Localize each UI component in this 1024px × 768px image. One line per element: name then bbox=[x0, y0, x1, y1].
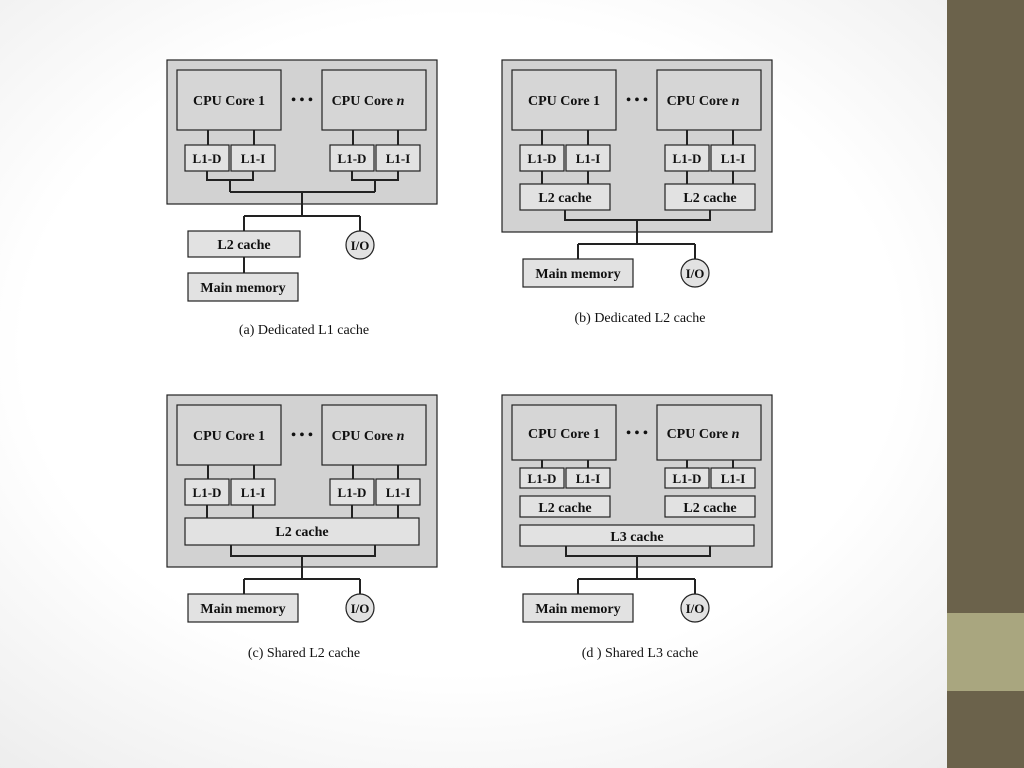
l1d-core1-c-label: L1-D bbox=[193, 485, 222, 500]
io-a-label: I/O bbox=[351, 238, 370, 253]
main-memory-a-label: Main memory bbox=[200, 281, 285, 296]
cpu-core-1-a bbox=[176, 69, 282, 131]
ellipsis-d: • • • bbox=[626, 426, 648, 441]
cpu-core-n-b bbox=[656, 69, 762, 131]
l2-cache-a bbox=[187, 230, 301, 258]
l1d-coren-c-label: L1-D bbox=[338, 485, 367, 500]
l2-cache-coren-d bbox=[664, 495, 756, 518]
l1i-core1-d bbox=[565, 467, 611, 489]
l1i-coren-a-label: L1-I bbox=[386, 151, 411, 166]
l1d-coren-c bbox=[329, 478, 375, 506]
main-memory-b bbox=[522, 258, 634, 288]
l3-cache-shared-d bbox=[519, 524, 755, 547]
l2-cache-core1-b bbox=[519, 183, 611, 211]
cpu-core-n-b-label: CPU Core n bbox=[667, 94, 740, 109]
main-memory-b-label: Main memory bbox=[535, 267, 620, 282]
caption-a: (a) Dedicated L1 cache bbox=[239, 323, 369, 338]
panel-d-shared-l3: CPU Core 1 • • • CPU Core n L1-D L1-I L1… bbox=[501, 394, 773, 661]
io-a bbox=[345, 230, 375, 260]
main-memory-a bbox=[187, 272, 299, 302]
panel-c-shared-l2: CPU Core 1 • • • CPU Core n L1-D L1-I L1… bbox=[166, 394, 438, 661]
l1d-core1-a-label: L1-D bbox=[193, 151, 222, 166]
l1d-core1-d bbox=[519, 467, 565, 489]
l1d-coren-b bbox=[664, 144, 710, 172]
l1i-core1-c-label: L1-I bbox=[241, 485, 266, 500]
l1d-core1-c bbox=[184, 478, 230, 506]
caption-d: (d ) Shared L3 cache bbox=[582, 646, 699, 661]
cpu-core-1-b-label: CPU Core 1 bbox=[528, 94, 600, 109]
cpu-core-n-c bbox=[321, 404, 427, 466]
l2-cache-shared-c bbox=[184, 517, 420, 546]
l1i-coren-b-label: L1-I bbox=[721, 151, 746, 166]
io-d-label: I/O bbox=[686, 601, 705, 616]
io-c-label: I/O bbox=[351, 601, 370, 616]
ellipsis-b: • • • bbox=[626, 93, 648, 108]
l1d-coren-a bbox=[329, 144, 375, 172]
cpu-core-1-d bbox=[511, 404, 617, 461]
main-memory-d bbox=[522, 593, 634, 623]
l2-cache-shared-c-label: L2 cache bbox=[275, 525, 328, 540]
l1d-coren-d-label: L1-D bbox=[673, 471, 702, 486]
cpu-core-1-c bbox=[176, 404, 282, 466]
l1d-coren-b-label: L1-D bbox=[673, 151, 702, 166]
io-c bbox=[345, 593, 375, 623]
cpu-core-n-d-label: CPU Core n bbox=[667, 427, 740, 442]
l2-cache-coren-b bbox=[664, 183, 756, 211]
l1i-coren-d bbox=[710, 467, 756, 489]
l1d-coren-a-label: L1-D bbox=[338, 151, 367, 166]
l1i-core1-d-label: L1-I bbox=[576, 471, 601, 486]
l2-cache-a-label: L2 cache bbox=[217, 238, 270, 253]
sidebar-band-dark-bottom bbox=[947, 691, 1024, 768]
io-b-label: I/O bbox=[686, 266, 705, 281]
l1i-core1-b bbox=[565, 144, 611, 172]
io-d bbox=[680, 593, 710, 623]
cpu-core-n-c-label: CPU Core n bbox=[332, 429, 405, 444]
main-memory-d-label: Main memory bbox=[535, 602, 620, 617]
caption-b: (b) Dedicated L2 cache bbox=[575, 311, 706, 326]
io-b bbox=[680, 258, 710, 288]
cpu-core-n-a bbox=[321, 69, 427, 131]
l2-cache-coren-b-label: L2 cache bbox=[683, 191, 736, 206]
l1i-coren-c-label: L1-I bbox=[386, 485, 411, 500]
l1i-core1-c bbox=[230, 478, 276, 506]
ellipsis-a: • • • bbox=[291, 93, 313, 108]
main-memory-c-label: Main memory bbox=[200, 602, 285, 617]
main-memory-c bbox=[187, 593, 299, 623]
l1d-coren-d bbox=[664, 467, 710, 489]
cpu-core-1-d-label: CPU Core 1 bbox=[528, 427, 600, 442]
cpu-core-1-c-label: CPU Core 1 bbox=[193, 429, 265, 444]
cpu-core-n-a-label: CPU Core n bbox=[332, 94, 405, 109]
l1d-core1-b-label: L1-D bbox=[528, 151, 557, 166]
panel-a-dedicated-l1: CPU Core 1 • • • CPU Core n L1-D L1-I L1… bbox=[166, 59, 438, 338]
l1i-coren-b bbox=[710, 144, 756, 172]
l3-cache-shared-d-label: L3 cache bbox=[610, 530, 663, 545]
cache-organization-diagram: CPU Core 1 • • • CPU Core n L1-D L1-I L1… bbox=[166, 59, 773, 661]
caption-c: (c) Shared L2 cache bbox=[248, 646, 360, 661]
cpu-core-1-a-label: CPU Core 1 bbox=[193, 94, 265, 109]
l1d-core1-b bbox=[519, 144, 565, 172]
l1i-core1-a-label: L1-I bbox=[241, 151, 266, 166]
l2-cache-core1-d bbox=[519, 495, 611, 518]
l2-cache-core1-d-label: L2 cache bbox=[538, 501, 591, 516]
panel-b-dedicated-l2: CPU Core 1 • • • CPU Core n L1-D L1-I L1… bbox=[501, 59, 773, 326]
l1d-core1-d-label: L1-D bbox=[528, 471, 557, 486]
l1d-core1-a bbox=[184, 144, 230, 172]
sidebar-band-dark-top bbox=[947, 0, 1024, 613]
l1i-coren-d-label: L1-I bbox=[721, 471, 746, 486]
l1i-core1-b-label: L1-I bbox=[576, 151, 601, 166]
cpu-core-n-d bbox=[656, 404, 762, 461]
l2-cache-core1-b-label: L2 cache bbox=[538, 191, 591, 206]
l2-cache-coren-d-label: L2 cache bbox=[683, 501, 736, 516]
sidebar-band-light bbox=[947, 613, 1024, 691]
ellipsis-c: • • • bbox=[291, 428, 313, 443]
slide-sidebar bbox=[947, 0, 1024, 768]
cpu-core-1-b bbox=[511, 69, 617, 131]
